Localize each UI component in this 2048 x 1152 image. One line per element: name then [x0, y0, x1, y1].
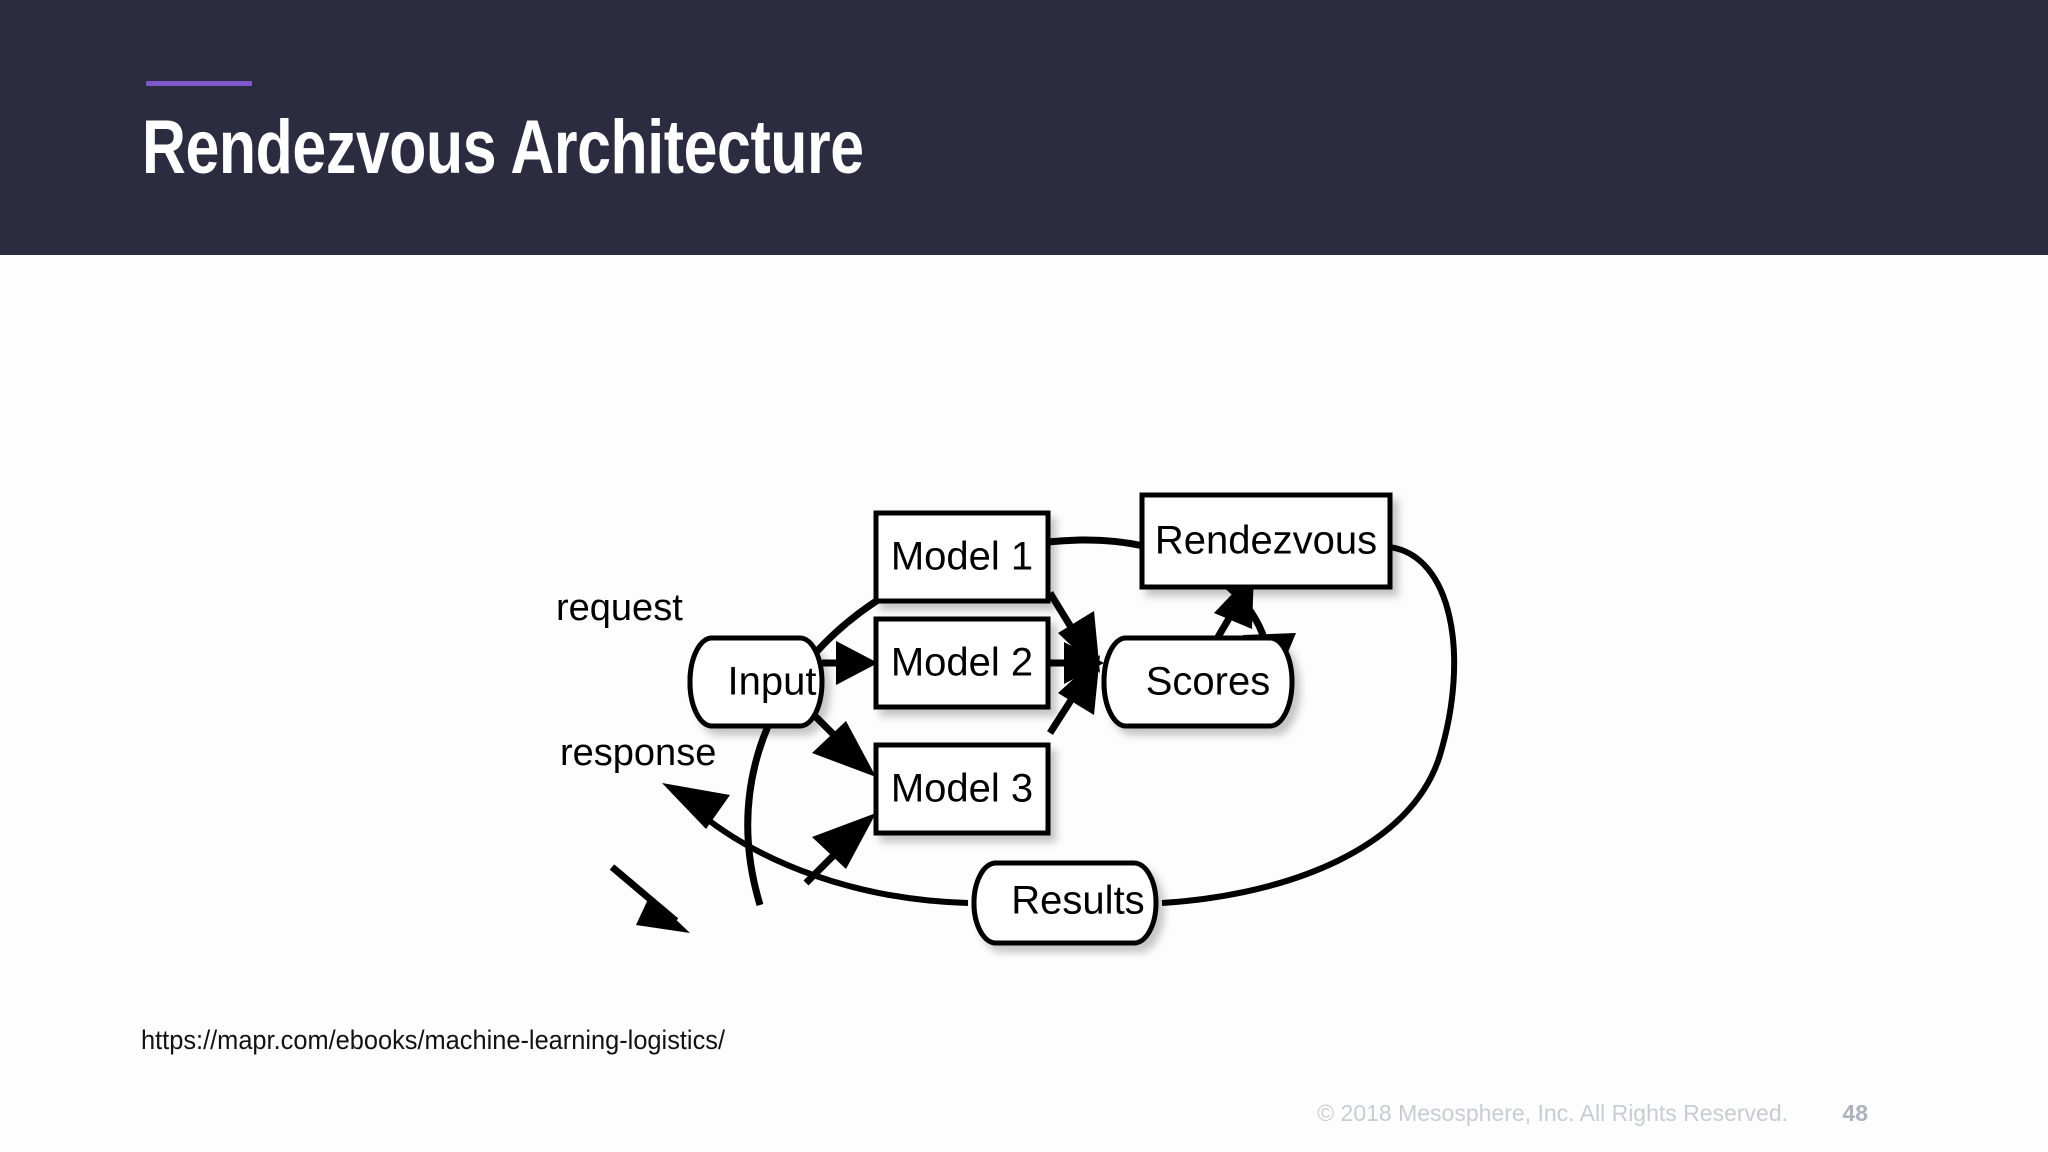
- node-scores[interactable]: [1101, 635, 1295, 729]
- node-model3[interactable]: [873, 742, 1051, 836]
- flow-label-request: request: [556, 587, 683, 629]
- footer-copyright: © 2018 Mesosphere, Inc. All Rights Reser…: [1317, 1100, 1788, 1126]
- edge-model3-to-scores: [1047, 655, 1100, 735]
- node-input[interactable]: [687, 635, 825, 729]
- node-model2[interactable]: [873, 616, 1051, 710]
- node-model1-label: Model 1: [891, 535, 1033, 579]
- node-model2-label: Model 2: [891, 641, 1033, 685]
- edge-rendezvous-to-results: [1161, 544, 1458, 906]
- node-model1[interactable]: [873, 510, 1051, 604]
- node-rendezvous-label: Rendezvous: [1155, 519, 1377, 563]
- node-scores-label: Scores: [1146, 660, 1271, 704]
- edge-input-to-model2: [822, 641, 878, 685]
- edge-input-to-model1: [803, 813, 876, 886]
- node-model3-label: Model 3: [891, 767, 1033, 811]
- edge-request-to-input: [609, 864, 690, 933]
- edge-results-to-response: [662, 783, 969, 906]
- node-results-label: Results: [1011, 879, 1144, 923]
- page-title: Rendezvous Architecture: [142, 105, 864, 190]
- footer-page-number: 48: [1842, 1100, 1868, 1126]
- node-results[interactable]: [971, 860, 1159, 946]
- slide-header: Rendezvous Architecture: [0, 0, 2048, 255]
- flow-label-response: response: [560, 732, 716, 774]
- edge-model2-to-scores: [1050, 642, 1104, 684]
- diagram-container: Input Model 1 Model 2 Model 3 Rendezvous: [0, 255, 2048, 1015]
- node-rendezvous[interactable]: [1139, 492, 1393, 590]
- node-input-label: Input: [728, 660, 817, 704]
- edge-input-to-model3: [803, 704, 876, 777]
- source-url-text[interactable]: https://mapr.com/ebooks/machine-learning…: [141, 1025, 726, 1055]
- architecture-diagram: Input Model 1 Model 2 Model 3 Rendezvous: [556, 492, 1458, 946]
- title-accent-rule: [146, 81, 252, 86]
